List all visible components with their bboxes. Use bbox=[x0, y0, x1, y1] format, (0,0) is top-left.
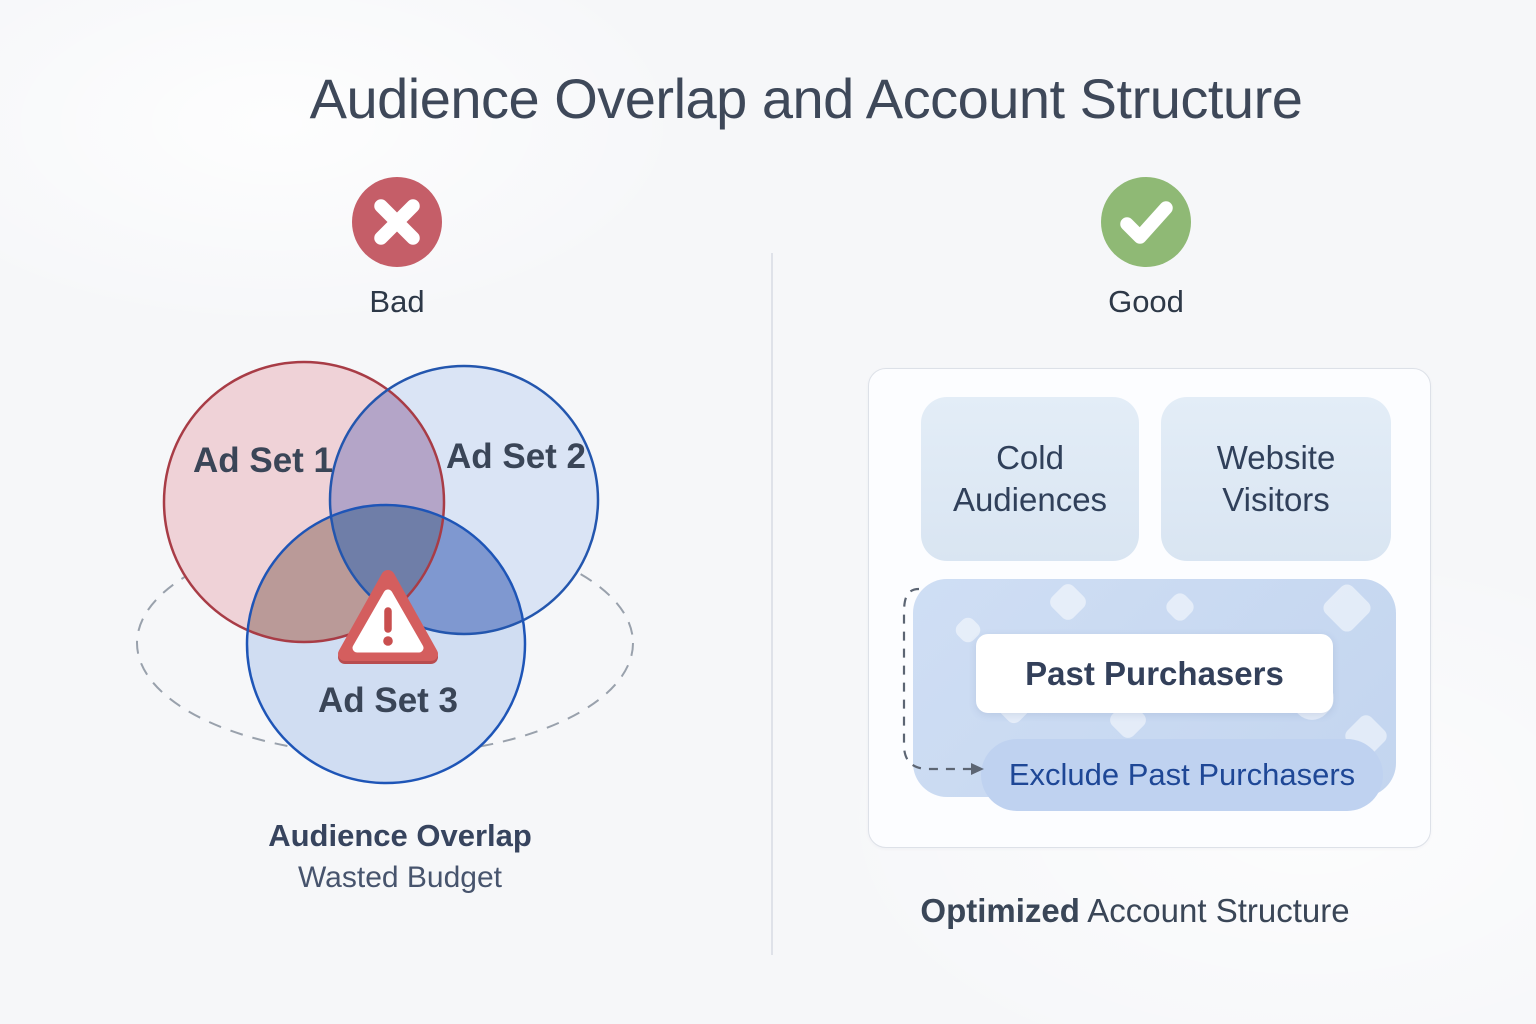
exclusion-arrow bbox=[902, 587, 984, 775]
bad-label: Bad bbox=[369, 284, 425, 319]
audience-overlap-venn: Ad Set 1 Ad Set 2 Ad Set 3 bbox=[136, 360, 634, 785]
ad-set-2-label: Ad Set 2 bbox=[446, 437, 586, 476]
ad-set-3-label: Ad Set 3 bbox=[318, 681, 458, 720]
website-visitors-label: Website Visitors bbox=[1216, 439, 1336, 518]
check-glyph bbox=[1120, 201, 1173, 244]
bad-caption-title: Audience Overlap bbox=[268, 818, 532, 853]
deco-square bbox=[1320, 581, 1374, 635]
arrowhead-icon bbox=[971, 763, 984, 775]
past-purchasers-label: Past Purchasers bbox=[1025, 654, 1284, 692]
good-label: Good bbox=[1108, 284, 1184, 319]
overlap-center bbox=[330, 505, 444, 634]
exclude-past-purchasers-label: Exclude Past Purchasers bbox=[1008, 757, 1356, 792]
bad-caption-subtitle: Wasted Budget bbox=[297, 861, 502, 894]
good-caption-bold: Optimized bbox=[920, 892, 1080, 929]
cold-audiences-box: Cold Audiences bbox=[921, 397, 1139, 561]
exclude-past-purchasers-pill: Exclude Past Purchasers bbox=[981, 739, 1383, 811]
check-circle-icon bbox=[1101, 177, 1191, 267]
good-caption: Optimized Account Structure bbox=[840, 892, 1430, 930]
cold-audiences-label: Cold Audiences bbox=[952, 439, 1108, 518]
deco-square bbox=[1046, 580, 1090, 624]
past-purchasers-box: Past Purchasers bbox=[976, 634, 1333, 713]
website-visitors-box: Website Visitors bbox=[1161, 397, 1391, 561]
good-caption-rest: Account Structure bbox=[1087, 892, 1350, 929]
x-glyph bbox=[374, 199, 420, 245]
ad-set-1-label: Ad Set 1 bbox=[193, 441, 333, 480]
deco-square bbox=[1163, 590, 1197, 624]
account-structure-card: Cold Audiences Website Visitors Past Pur… bbox=[868, 368, 1431, 848]
vertical-divider bbox=[771, 253, 773, 955]
x-circle-icon bbox=[352, 177, 442, 267]
page-title: Audience Overlap and Account Structure bbox=[309, 67, 1303, 130]
warning-triangle-icon bbox=[338, 570, 438, 664]
